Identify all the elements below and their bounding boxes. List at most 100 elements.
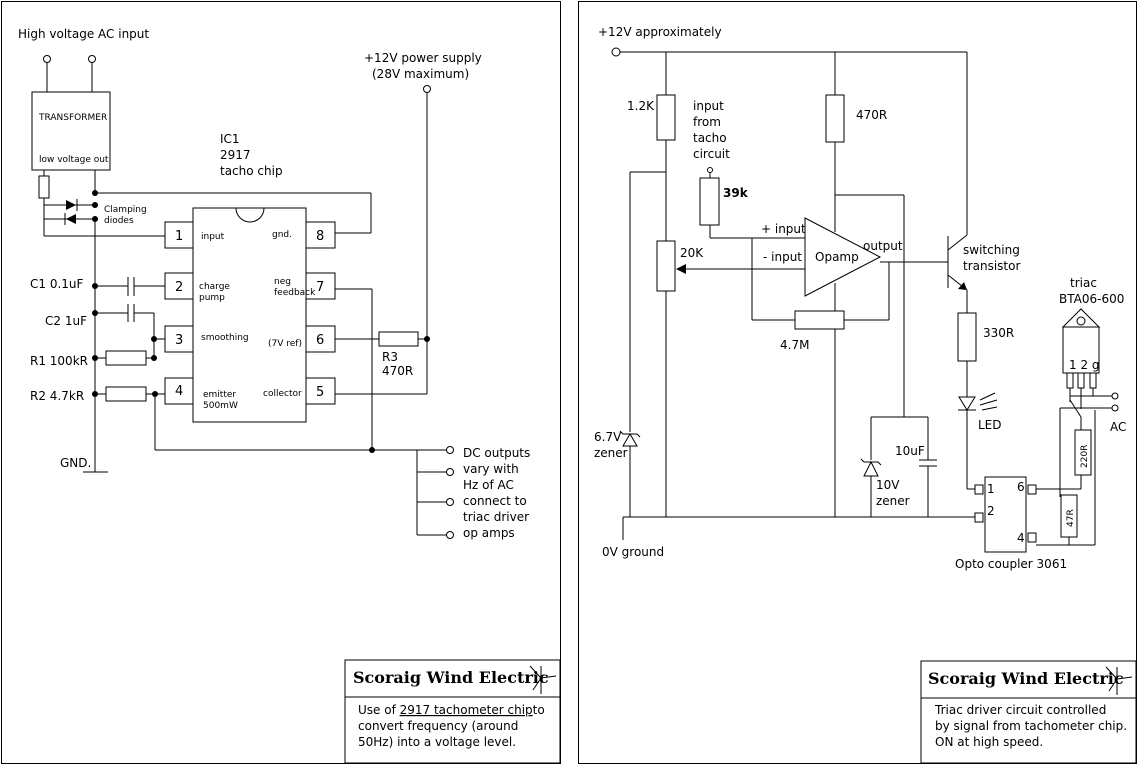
caption-line: by signal from tachometer chip. xyxy=(935,719,1127,733)
outputs-text: connect to xyxy=(463,494,527,508)
ic-label-3: tacho chip xyxy=(220,164,283,178)
wind-turbine-logo xyxy=(529,665,557,694)
zener-67-icon xyxy=(622,433,638,447)
caption-line: Triac driver circuit controlled xyxy=(934,703,1106,717)
outputs-text: triac driver xyxy=(463,510,529,524)
pin-number: 6 xyxy=(316,333,324,348)
opto-pin-number: 2 xyxy=(987,504,995,518)
pin-name: (7V ref) xyxy=(268,339,302,349)
r-220 xyxy=(1074,429,1092,476)
r-4m7-label: 4.7M xyxy=(780,338,809,352)
r-39k xyxy=(699,177,720,226)
ic-2917-body xyxy=(192,207,307,423)
supply-terminal xyxy=(611,47,621,57)
pot-20k xyxy=(656,240,676,292)
clamp-label-2: diodes xyxy=(104,216,134,226)
brand-name: Scoraig Wind Electric xyxy=(353,668,549,687)
supply-label-2: (28V maximum) xyxy=(372,67,469,81)
dc-output-terminal xyxy=(446,531,454,539)
dc-output-terminal xyxy=(446,468,454,476)
triac-lead xyxy=(1077,372,1085,389)
zener-67-label-1: 6.7V xyxy=(594,430,622,444)
triac-body xyxy=(1062,326,1100,374)
outputs-text: op amps xyxy=(463,526,515,540)
brand-box xyxy=(344,659,561,698)
input-label: from xyxy=(693,115,721,129)
triac-label-1: triac xyxy=(1070,276,1097,290)
pin-name: feedback xyxy=(274,288,316,298)
hv-input-label: High voltage AC input xyxy=(18,27,149,41)
caption-line-1: Use of 2917 tachometer chipto xyxy=(358,703,545,717)
led-label: LED xyxy=(978,418,1002,432)
dc-output-terminal xyxy=(446,446,454,454)
pin-number: 7 xyxy=(316,280,324,295)
triac-pins-label: 1 2 g xyxy=(1069,358,1100,372)
pin-box xyxy=(164,325,194,353)
switch-label-1: switching xyxy=(963,243,1020,257)
ac-terminal xyxy=(88,55,96,63)
pin-box xyxy=(164,377,194,405)
opto-pin-pad xyxy=(1027,532,1037,543)
zener-10v-label-2: zener xyxy=(876,494,910,508)
ac-terminal xyxy=(1111,392,1119,400)
clamp-diode-icon xyxy=(66,200,76,210)
r-470-label: 470R xyxy=(856,108,887,122)
supply-terminal xyxy=(423,85,431,93)
opto-pin-pad xyxy=(1027,484,1037,495)
triac-label-2: BTA06-600 xyxy=(1059,292,1124,306)
pin-box xyxy=(305,221,336,249)
clamp-label-1: Clamping xyxy=(104,205,147,215)
r-1k2-label: 1.2K xyxy=(627,99,655,113)
ground-label: 0V ground xyxy=(602,545,664,559)
right-panel-frame xyxy=(578,1,1137,764)
pin-box xyxy=(305,325,336,353)
r-39k-label: 39k xyxy=(723,186,749,200)
pin-name: smoothing xyxy=(201,333,249,343)
pin-name: 500mW xyxy=(203,401,238,411)
caption-box xyxy=(920,697,1137,764)
r3-resistor xyxy=(378,331,419,347)
pin-name: gnd. xyxy=(272,230,292,240)
minus-input-label: - input xyxy=(763,250,802,264)
brand-name: Scoraig Wind Electric xyxy=(928,669,1124,688)
right-panel: +12V approximately 1.2K 20K 6.7V zener 0… xyxy=(578,1,1137,764)
opto-pin-number: 6 xyxy=(1017,480,1025,494)
pin-name: collector xyxy=(263,389,302,399)
r3-label-2: 470R xyxy=(382,364,413,378)
opto-coupler-body xyxy=(984,476,1027,553)
chip-link[interactable]: 2917 tachometer chip xyxy=(400,703,533,717)
left-panel: High voltage AC input TRANSFORMER low vo… xyxy=(1,1,561,764)
tacho-input-terminal xyxy=(707,167,713,173)
pin-number: 1 xyxy=(175,229,183,244)
pin-name: pump xyxy=(199,293,225,303)
input-label: tacho xyxy=(693,131,727,145)
pin-box xyxy=(164,272,194,300)
r-220-label: 220R xyxy=(1080,445,1090,468)
pin-name: charge xyxy=(199,282,230,292)
zener-10v-icon xyxy=(863,460,879,477)
pin-number: 2 xyxy=(175,280,183,295)
r2-label: R2 4.7kR xyxy=(30,389,84,403)
ic-label-1: IC1 xyxy=(220,132,240,146)
c1-label: C1 0.1uF xyxy=(30,277,84,291)
r-47-label: 47R xyxy=(1066,509,1076,527)
wind-turbine-logo xyxy=(1105,666,1133,695)
pin-number: 3 xyxy=(175,333,183,348)
caption-line: convert frequency (around xyxy=(358,719,518,733)
triac-lead xyxy=(1089,372,1097,389)
led-ray xyxy=(981,406,998,411)
pin-box xyxy=(164,221,194,249)
opamp-label: Opamp xyxy=(815,250,859,264)
lv-out-label: low voltage out xyxy=(39,155,109,165)
opto-label: Opto coupler 3061 xyxy=(955,557,1067,571)
caption-box xyxy=(344,696,561,764)
pin-box xyxy=(305,272,336,300)
pin-name: emitter xyxy=(203,390,236,400)
gnd-label: GND. xyxy=(60,456,91,470)
ac-terminal xyxy=(43,55,51,63)
r-330-label: 330R xyxy=(983,326,1014,340)
ic-notch xyxy=(235,207,265,223)
caption-line: ON at high speed. xyxy=(935,735,1043,749)
supply-label-1: +12V power supply xyxy=(364,51,482,65)
left-panel-frame xyxy=(1,1,561,764)
